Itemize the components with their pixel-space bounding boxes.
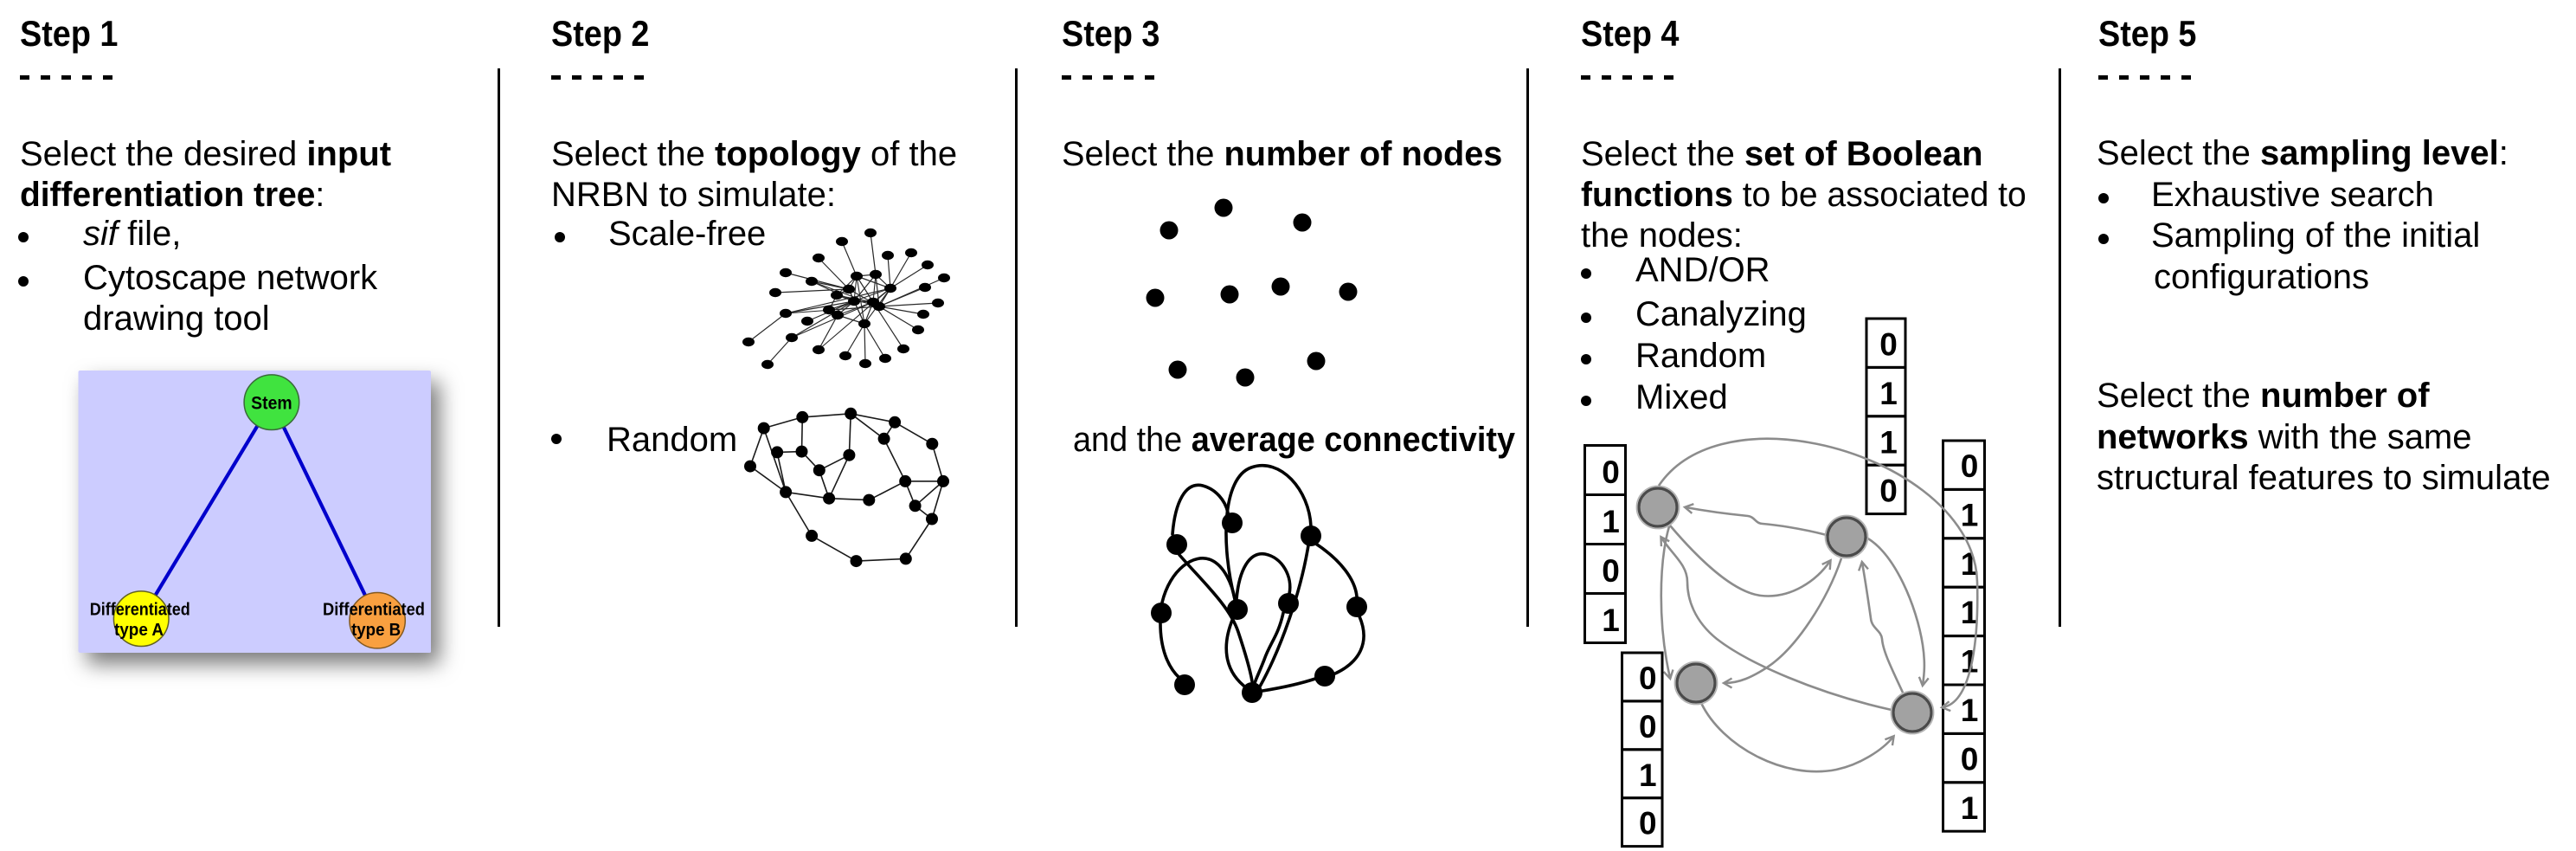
svg-text:1: 1 bbox=[1961, 595, 1979, 630]
svg-text:0: 0 bbox=[1602, 553, 1620, 589]
svg-text:0: 0 bbox=[1639, 806, 1657, 841]
svg-text:Differentiated: Differentiated bbox=[323, 600, 425, 620]
svg-text:type A: type A bbox=[114, 620, 164, 640]
svg-text:1: 1 bbox=[1879, 424, 1898, 460]
svg-text:Stem: Stem bbox=[251, 394, 292, 414]
svg-text:0: 0 bbox=[1879, 474, 1898, 509]
svg-text:1: 1 bbox=[1961, 693, 1979, 728]
svg-text:0: 0 bbox=[1961, 741, 1979, 777]
svg-text:1: 1 bbox=[1602, 504, 1620, 539]
svg-text:type B: type B bbox=[351, 620, 401, 640]
svg-text:Differentiated: Differentiated bbox=[90, 600, 190, 620]
svg-text:0: 0 bbox=[1639, 709, 1657, 745]
svg-text:0: 0 bbox=[1879, 327, 1898, 363]
svg-text:1: 1 bbox=[1961, 790, 1979, 826]
svg-text:1: 1 bbox=[1961, 546, 1979, 582]
svg-text:1: 1 bbox=[1602, 603, 1620, 638]
svg-text:0: 0 bbox=[1602, 455, 1620, 490]
svg-text:1: 1 bbox=[1879, 376, 1898, 411]
svg-text:0: 0 bbox=[1639, 661, 1657, 696]
svg-text:0: 0 bbox=[1961, 448, 1979, 484]
svg-text:1: 1 bbox=[1639, 758, 1657, 793]
svg-text:1: 1 bbox=[1961, 497, 1979, 532]
